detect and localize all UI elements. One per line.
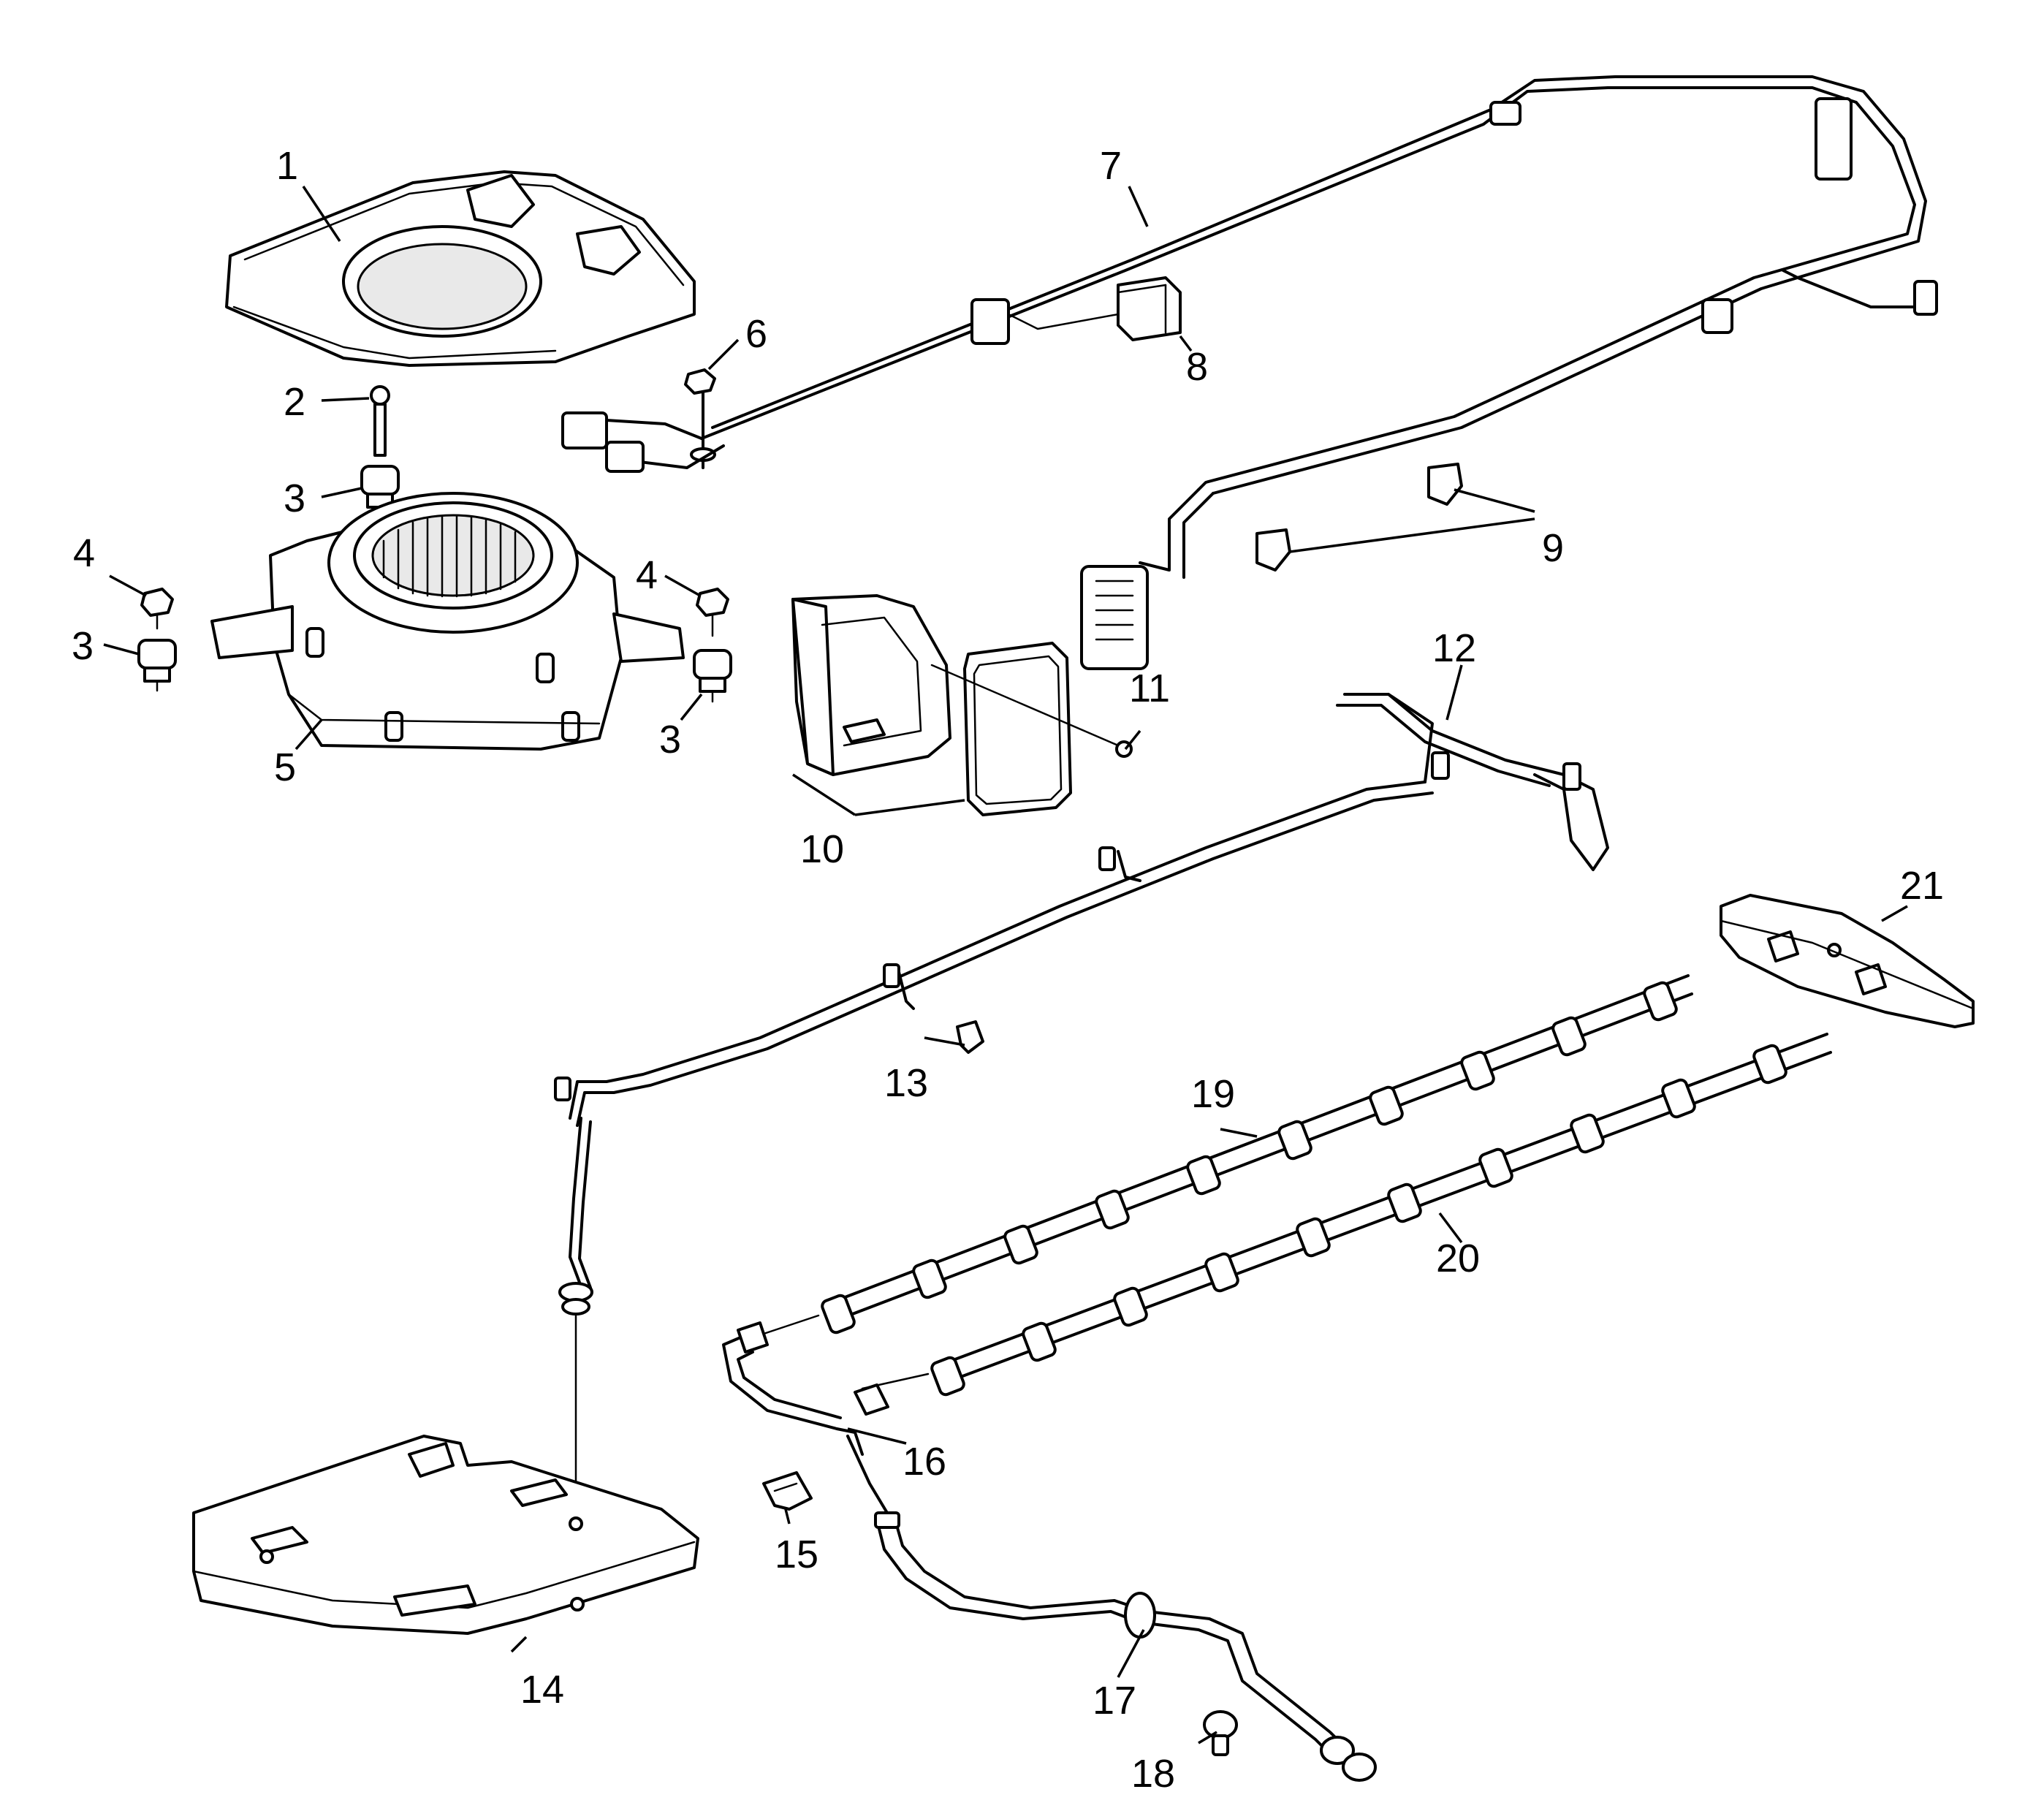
callout-15: 15 xyxy=(775,1533,818,1576)
callout-7: 7 xyxy=(1100,144,1122,188)
part-15-clip xyxy=(762,1471,813,1511)
part-13-clip xyxy=(956,1020,984,1054)
part-4-nut xyxy=(696,588,729,637)
callout-3: 3 xyxy=(72,624,94,668)
callout-1: 1 xyxy=(276,144,298,188)
part-10-air-duct xyxy=(791,594,1072,816)
part-21-bracket xyxy=(1720,894,1975,1028)
callout-13: 13 xyxy=(884,1061,928,1105)
part-3-grommet xyxy=(137,639,177,692)
part-16-hose xyxy=(722,1321,893,1522)
callout-9: 9 xyxy=(1542,526,1564,570)
part-7-wiring-harness xyxy=(561,75,1938,670)
callout-2: 2 xyxy=(284,380,305,424)
callout-12: 12 xyxy=(1432,626,1476,670)
part-8-relay xyxy=(1007,276,1182,341)
callout-8: 8 xyxy=(1186,345,1208,389)
callout-19: 19 xyxy=(1191,1072,1235,1116)
part-3-grommet xyxy=(693,649,732,703)
part-6-nut xyxy=(684,368,716,469)
part-9-clip xyxy=(1427,463,1463,506)
callout-4: 4 xyxy=(636,553,658,597)
callout-14: 14 xyxy=(520,1668,564,1712)
callout-18: 18 xyxy=(1131,1752,1175,1796)
part-1-blower-cover xyxy=(225,170,696,367)
callout-3: 3 xyxy=(659,718,681,762)
part-4-nut xyxy=(140,588,174,630)
callout-6: 6 xyxy=(745,312,767,356)
part-14-floor-panel xyxy=(192,1435,699,1635)
callout-17: 17 xyxy=(1093,1679,1136,1723)
part-17-pipe xyxy=(874,1511,1377,1782)
part-18-bolt xyxy=(1203,1710,1238,1756)
part-20-tube xyxy=(861,1033,1832,1397)
part-5-blower-motor xyxy=(210,492,685,751)
callout-20: 20 xyxy=(1436,1237,1480,1280)
callout-16: 16 xyxy=(903,1440,946,1484)
callout-4: 4 xyxy=(73,531,95,575)
leader-lines xyxy=(103,186,1908,1744)
callout-labels: 1 2 3 3 3 4 4 5 6 7 8 9 10 11 12 13 14 1… xyxy=(72,144,1944,1796)
part-2-bolt xyxy=(370,385,390,457)
callout-3: 3 xyxy=(284,477,305,520)
callout-11: 11 xyxy=(1129,667,1170,710)
part-9-clip xyxy=(1255,528,1291,572)
part-3-grommet xyxy=(360,465,400,509)
callout-5: 5 xyxy=(274,745,296,789)
callout-10: 10 xyxy=(800,827,844,871)
part-19-tube xyxy=(751,974,1693,1339)
callout-21: 21 xyxy=(1900,864,1944,908)
part-12-harness xyxy=(554,693,1609,1518)
